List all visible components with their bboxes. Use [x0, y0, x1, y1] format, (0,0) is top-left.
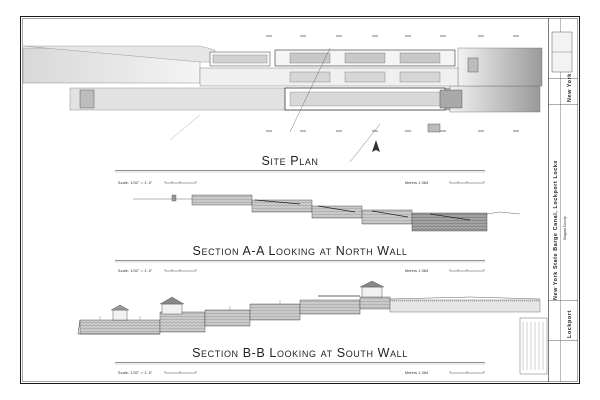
delineator-block — [519, 317, 548, 375]
svg-text:Scale: 1/32" = 1'-0": Scale: 1/32" = 1'-0" — [118, 371, 153, 375]
inner-border — [22, 18, 578, 382]
section-b-scale-bar-meters — [449, 269, 485, 272]
svg-text:Meters 1:384: Meters 1:384 — [405, 371, 428, 375]
building-middle — [161, 303, 183, 315]
section-a-scale-label: Scale: 1/32" = 1'-0" — [118, 181, 153, 185]
title-block-city: Lockport — [567, 310, 573, 338]
site-plan-drawing — [22, 35, 543, 163]
section-b-scale-bar-feet — [164, 269, 197, 272]
building-right — [361, 286, 383, 298]
scale-bar-bottom: Scale: 1/32" = 1'-0" Meters 1:384 — [118, 371, 485, 375]
section-b-elevation — [77, 280, 541, 335]
section-a-title: Section A-A Looking at North Wall — [193, 244, 408, 258]
title-block-county: Niagara County — [563, 216, 567, 240]
outer-border — [20, 16, 580, 384]
section-b-meters-label: Meters 1:384 — [405, 269, 428, 273]
section-b-scale-label: Scale: 1/32" = 1'-0" — [118, 269, 153, 273]
building-left — [112, 309, 128, 321]
section-a-meters-label: Meters 1:384 — [405, 181, 428, 185]
section-a-elevation — [133, 194, 521, 238]
section-a-scale-bar-meters — [449, 181, 485, 184]
site-plan-title: Site Plan — [261, 154, 318, 168]
title-block — [548, 18, 578, 382]
section-a-scale-bar-feet — [164, 181, 197, 184]
title-block-state: New York — [567, 73, 573, 102]
section-b-title: Section B-B Looking at South Wall — [192, 346, 408, 360]
title-block-project-name: New York State Barge Canal, Lockport Loc… — [553, 160, 559, 300]
